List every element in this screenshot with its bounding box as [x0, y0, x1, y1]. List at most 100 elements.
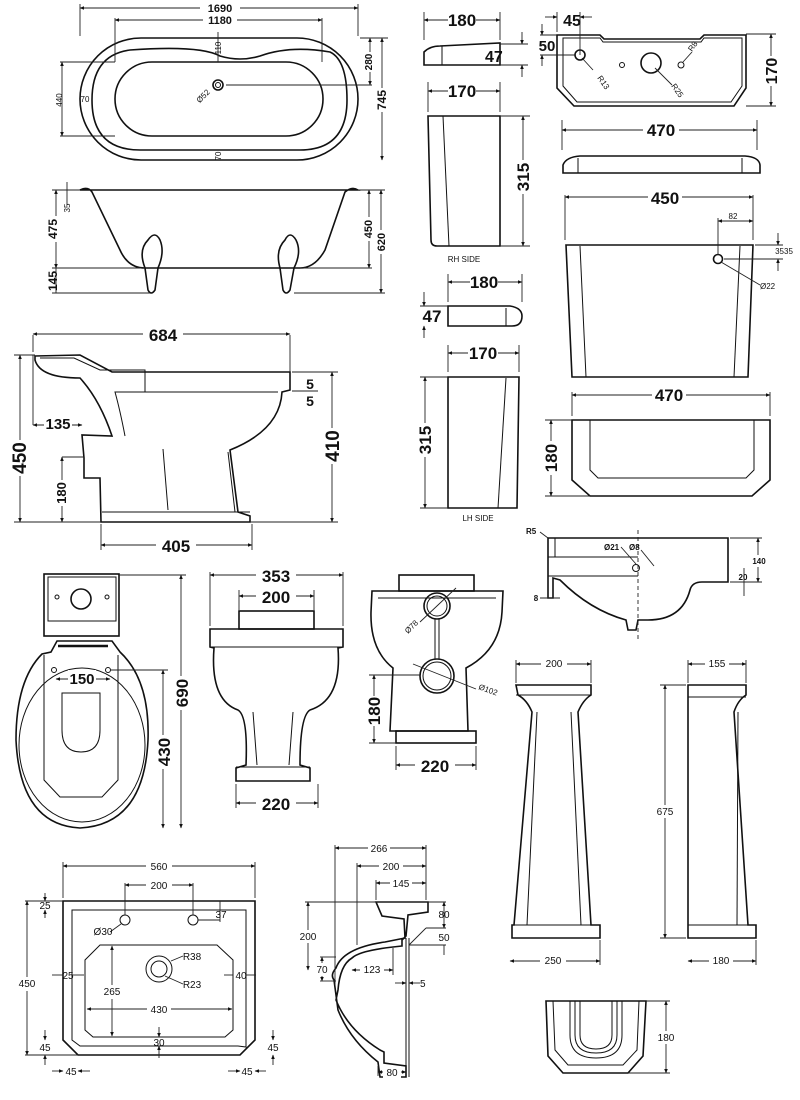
cistern-side-rh-width-label: 170 [448, 82, 476, 101]
wc-front-cistern-width-label: 200 [262, 588, 290, 607]
basin-profile-back-height-label: 50 [438, 933, 450, 944]
bath-body-height-label: 475 [46, 219, 60, 239]
wc-plan-pan-outline [15, 640, 149, 829]
basin-wall-label: 8 [534, 594, 539, 603]
basin-profile-foot-width-label: 80 [386, 1068, 398, 1079]
basin-tap-hole-icon [632, 564, 640, 572]
basin-tap-hole-left-icon [119, 914, 131, 926]
basin-plan-view: 560 200 25 37 Ø30 450 R38 R23 25 40 265 … [16, 859, 279, 1078]
cistern-lid-lh-outline [447, 305, 523, 327]
bath-inner-depth-label: 450 [363, 220, 375, 238]
cistern-lid-lh-width-label: 180 [470, 273, 498, 292]
basin-section-height-label: 140 [752, 557, 766, 566]
cistern-lid-lh-height-label: 47 [423, 307, 442, 326]
cistern-inlet-offset-x-label: 82 [729, 212, 738, 221]
cistern-base-view: 470 180 [542, 386, 771, 497]
bath-side-rim-label: 70 [81, 95, 90, 104]
basin-profile-overall-depth-label: 266 [371, 844, 388, 855]
wc-seat-gap-bottom-label: 5 [306, 393, 314, 409]
wc-back-base-outline [395, 730, 477, 744]
pedestal-side-outline [687, 684, 757, 939]
bath-rim-thickness-label: 35 [63, 203, 72, 212]
cistern-lid-rh-outline [423, 42, 501, 66]
cistern-front-outline [565, 244, 754, 378]
cistern-hole-right-radius-label: R8 [686, 39, 700, 53]
wc-fixing-centres-label: 150 [69, 671, 94, 688]
wc-pan-height-label: 410 [323, 430, 344, 462]
wc-back-flush-inlet-label: Ø78 [403, 618, 420, 635]
basin-tap-offset-label: 37 [215, 910, 227, 921]
wc-back-outline [370, 590, 504, 732]
basin-chamfer-right-y-label: 45 [267, 1043, 279, 1054]
cistern-lid-front-width-label: 470 [647, 121, 675, 140]
bath-overall-length-label: 1690 [208, 3, 232, 15]
cistern-side-lh-width-label: 170 [469, 344, 497, 363]
bath-rim-outline [91, 47, 348, 151]
cistern-inlet-diameter-label: Ø22 [760, 282, 776, 291]
basin-front-rim-label: 30 [153, 1038, 165, 1049]
bath-waste-diameter-label: Ø52 [195, 87, 212, 104]
basin-bowl-depth-label: 265 [104, 987, 121, 998]
cistern-base-height-label: 180 [542, 444, 561, 472]
wc-seat-gap-top-label: 5 [306, 376, 314, 392]
wc-plan-flush-button-icon [70, 588, 92, 610]
basin-waste-inner-icon [150, 960, 168, 978]
basin-waste-outer-icon [145, 955, 173, 983]
wc-back-outlet-height-label: 180 [365, 697, 384, 725]
bath-elevation-outline [79, 187, 361, 269]
bath-plan-view: 1690 1180 110 440 70 70 Ø52 280 745 [55, 0, 390, 161]
cistern-front-view: 450 82 3535 Ø22 [564, 188, 793, 378]
bath-top-rim-label: 110 [214, 41, 223, 54]
bath-overall-width-label: 745 [375, 90, 389, 110]
cistern-side-lh-height-label: 315 [416, 426, 435, 454]
bath-elevation-view: 475 145 35 450 620 [46, 182, 390, 294]
bath-outer-outline [79, 37, 359, 161]
bath-overall-height-label: 620 [376, 233, 388, 251]
cistern-depth-label: 170 [764, 58, 781, 85]
cistern-center-radius-label: R25 [669, 82, 685, 100]
cistern-side-lh-view: 170 315 LH SIDE [416, 343, 520, 523]
wc-back-flush-inlet-icon [423, 592, 451, 620]
cistern-top-outline [556, 34, 747, 107]
wc-back-base-width-label: 220 [421, 757, 449, 776]
cistern-flush-hole-icon [640, 52, 662, 74]
wc-front-base-width-label: 220 [262, 795, 290, 814]
cistern-lid-front-view: 470 [561, 120, 761, 174]
wc-front-view: 353 200 220 [209, 565, 344, 814]
cistern-side-rh-outline [427, 115, 501, 247]
basin-back-rim-label: 25 [39, 901, 51, 912]
pedestal-front-view: 200 250 [509, 657, 601, 968]
wc-front-overall-width-label: 353 [262, 567, 290, 586]
wc-back-cistern-outline [398, 574, 475, 592]
basin-plan-overall-width-label: 560 [151, 862, 168, 873]
cistern-side-rh-view: 170 315 RH SIDE [427, 81, 533, 264]
pedestal-side-top-width-label: 155 [709, 659, 726, 670]
basin-tap-centres-label: 200 [151, 881, 168, 892]
cistern-inlet-offset-y-label: 3535 [775, 247, 793, 256]
wc-side-outline [34, 354, 291, 523]
wc-back-outlet-icon [419, 658, 455, 694]
bath-foot-height-label: 145 [46, 271, 60, 291]
cistern-hole-offset-y-label: 50 [539, 38, 556, 55]
bath-waste-icon [212, 79, 224, 91]
basin-profile-waste-height-label: 70 [316, 965, 328, 976]
basin-tap-hole-right-icon [187, 914, 199, 926]
pedestal-front-outline [511, 684, 601, 939]
bath-foot-left [141, 234, 163, 294]
wc-outlet-height-label: 180 [54, 482, 69, 504]
wc-overall-height-label: 450 [10, 442, 31, 474]
basin-chamfer-left-x-label: 45 [65, 1067, 77, 1078]
wc-plan-cistern-outline [43, 573, 120, 637]
rh-side-caption: RH SIDE [448, 255, 480, 264]
wc-front-cistern-outline [238, 610, 315, 630]
basin-profile-waste-projection-label: 123 [364, 965, 381, 976]
wc-overall-length-label: 684 [149, 326, 178, 345]
semi-pedestal-height-label: 180 [658, 1033, 675, 1044]
cistern-base-width-label: 470 [655, 386, 683, 405]
pedestal-front-top-width-label: 200 [546, 659, 563, 670]
basin-profile-rim-height-label: 80 [438, 910, 450, 921]
basin-profile-rim-depth-label: 145 [393, 879, 410, 890]
wc-overall-depth-label: 690 [173, 679, 192, 707]
cistern-side-rh-height-label: 315 [514, 163, 533, 191]
bath-waste-offset-label: 280 [364, 53, 375, 70]
